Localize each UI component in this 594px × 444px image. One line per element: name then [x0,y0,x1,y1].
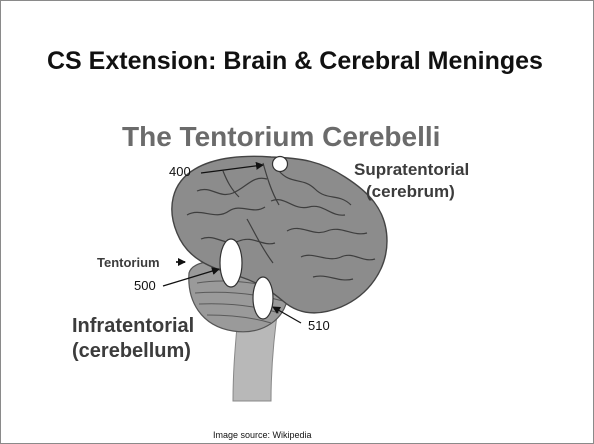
tentorium-label: Tentorium [97,255,160,270]
infratentorial-label-line1: Infratentorial [72,314,194,339]
supratentorial-label-line1: Supratentorial [354,160,469,179]
supratentorial-label-line2: (cerebrum) [354,181,469,203]
infratentorial-label-line2: (cerebellum) [72,339,194,364]
infratentorial-label: Infratentorial (cerebellum) [72,314,194,364]
marker-500 [220,239,242,287]
image-source: Image source: Wikipedia [213,430,312,440]
marker-510 [253,277,273,319]
supratentorial-label: Supratentorial (cerebrum) [354,159,469,203]
callout-510: 510 [308,318,330,333]
marker-400 [273,157,288,172]
callout-500: 500 [134,278,156,293]
callout-400: 400 [169,164,191,179]
